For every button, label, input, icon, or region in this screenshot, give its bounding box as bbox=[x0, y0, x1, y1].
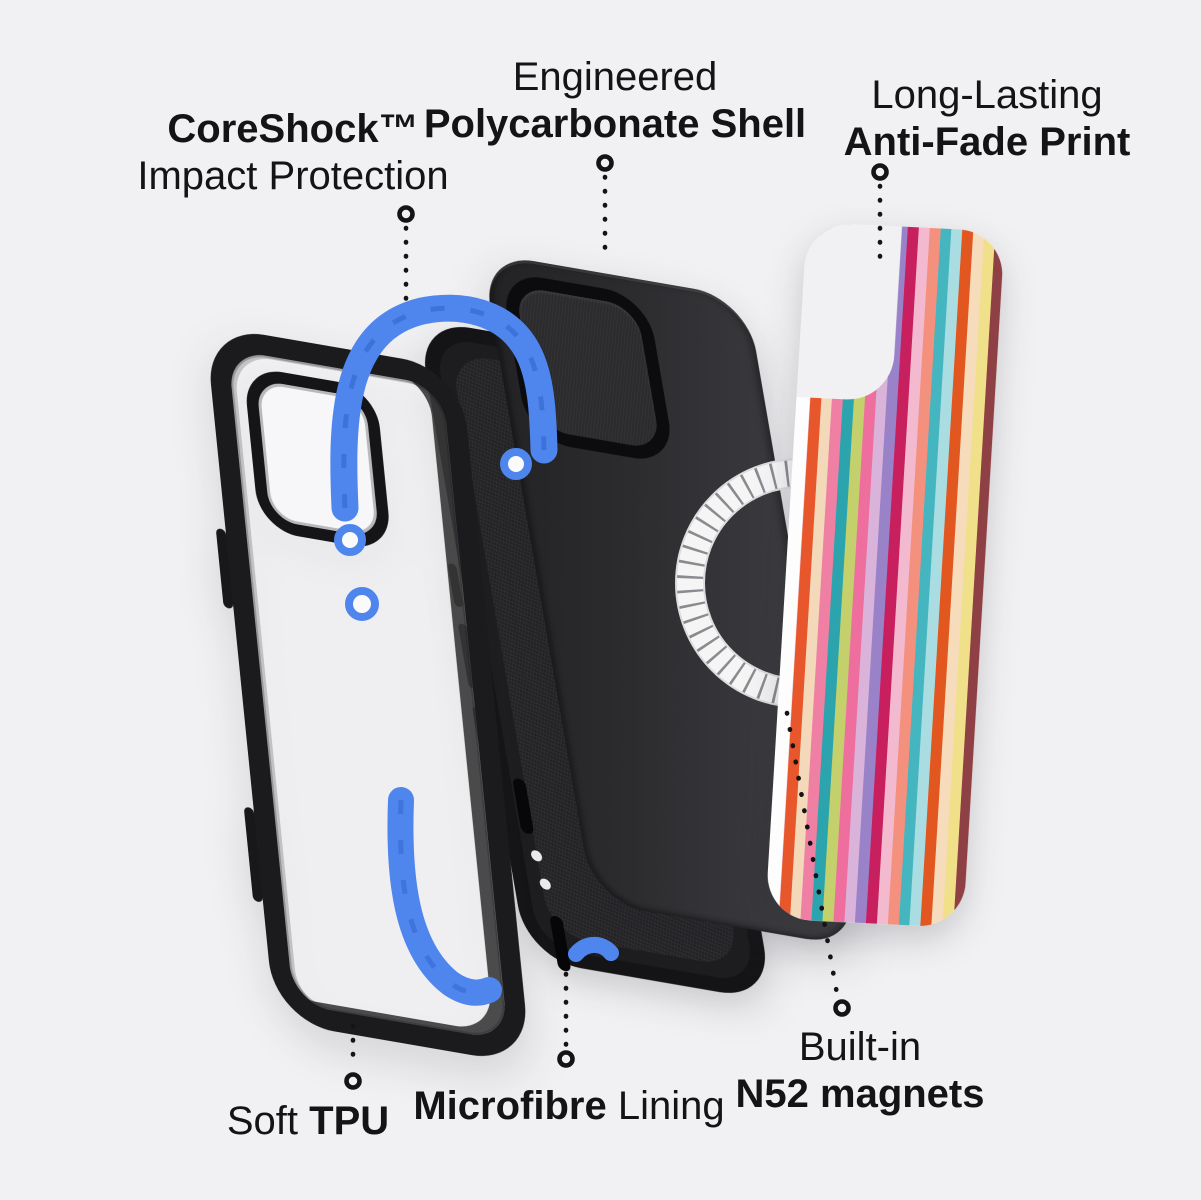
callout-microfibre-bold: Microfibre bbox=[413, 1084, 607, 1128]
callout-shell-title: Engineered bbox=[512, 55, 718, 99]
callout-antifade-subtitle: Anti-Fade Print bbox=[843, 119, 1131, 164]
leader-endpoint-circle bbox=[557, 1050, 575, 1068]
callout-tpu-regular: Soft bbox=[226, 1099, 298, 1143]
leader-endpoint-circle bbox=[397, 205, 415, 223]
blue-grommet-ring bbox=[334, 524, 366, 556]
callout-shell: Engineered Polycarbonate Shell bbox=[424, 54, 806, 148]
coreshock-top-band bbox=[330, 294, 558, 522]
leader-endpoint-circle bbox=[871, 163, 889, 181]
callout-microfibre-regular: Lining bbox=[617, 1084, 725, 1128]
callout-magnets-subtitle: N52 magnets bbox=[735, 1071, 985, 1116]
callout-coreshock-subtitle: Impact Protection bbox=[137, 153, 449, 198]
leader-endpoint-circle bbox=[344, 1072, 362, 1090]
callout-magnets: Built-in N52 magnets bbox=[736, 1024, 985, 1118]
callout-antifade: Long-Lasting Anti-Fade Print bbox=[844, 72, 1131, 166]
coreshock-band-texture bbox=[397, 799, 490, 996]
coreshock-corner-tab bbox=[568, 936, 619, 962]
leader-endpoint-circle bbox=[596, 154, 614, 172]
blue-grommet-ring bbox=[345, 587, 379, 621]
callout-coreshock-title: CoreShock™ bbox=[167, 107, 419, 151]
blue-grommet-ring bbox=[500, 448, 532, 480]
callout-shell-subtitle: Polycarbonate Shell bbox=[423, 101, 807, 146]
callout-antifade-title: Long-Lasting bbox=[871, 73, 1103, 117]
callout-tpu-bold: TPU bbox=[309, 1099, 390, 1143]
leader-line-magnets bbox=[784, 710, 840, 997]
callout-magnets-title: Built-in bbox=[798, 1025, 922, 1069]
leader-endpoint-circle bbox=[833, 999, 851, 1017]
callout-coreshock: CoreShock™ Impact Protection bbox=[137, 106, 448, 200]
